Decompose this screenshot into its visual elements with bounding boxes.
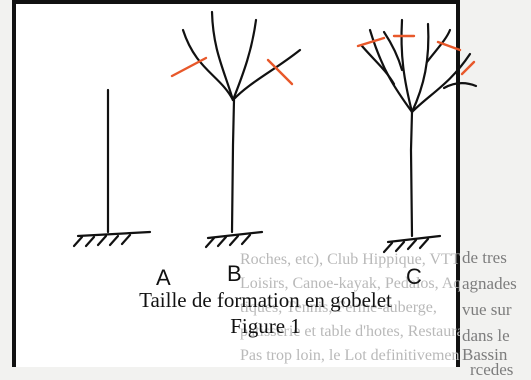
tree-b-trunk <box>230 98 236 234</box>
tree-c-trunk <box>409 110 414 238</box>
tree-c-ground <box>386 234 442 244</box>
tree-c-sub-3 <box>425 28 452 64</box>
tree-c-sub-1 <box>360 44 396 86</box>
tree-b-ground <box>206 230 264 240</box>
bleed-left-3: vue sur <box>462 300 512 319</box>
tree-c-branch-2 <box>400 18 414 114</box>
tree-a-hatch <box>72 235 84 248</box>
tree-a-ground <box>76 230 152 238</box>
label-b: B <box>227 261 242 286</box>
bleed-through-paragraph: Roches, etc), Club Hippique, VTT Loisirs… <box>240 248 460 368</box>
tree-a <box>72 88 152 248</box>
label-c: C <box>406 264 422 289</box>
tree-c-branch-4 <box>410 52 472 114</box>
tree-b <box>181 10 302 249</box>
tree-c-branch-3 <box>410 22 430 114</box>
figure-panel: Roches, etc), Club Hippique, VTT Loisirs… <box>12 0 460 367</box>
pruning-cuts <box>170 34 476 86</box>
cut-mark-b1 <box>170 56 208 78</box>
bleed-left-5: Bassin <box>462 345 508 364</box>
pruning-diagram <box>72 10 478 254</box>
bleed-right-2: Loisirs, Canoe-kayak, Pedalos, Aqua <box>240 275 460 292</box>
bleed-right-5: Pas trop loin, le Lot definitivement <box>240 347 460 364</box>
bleed-left-4: dans le <box>462 326 510 345</box>
cut-mark-c4 <box>460 60 476 76</box>
cut-mark-c1 <box>356 36 386 48</box>
bleed-right-1: Roches, etc), Club Hippique, VTT <box>240 251 460 268</box>
tree-b-branch-1 <box>181 28 235 102</box>
figure-number: Figure 1 <box>230 314 301 338</box>
tree-b-branch-2 <box>210 10 235 102</box>
bleed-right-4: patisserie et table d'hotes, Restaurants <box>240 323 460 340</box>
tree-c <box>360 18 478 254</box>
bleed-right-3: tiques, Tennis, Ferme-auberge, <box>240 299 437 316</box>
bleed-left-1: de tres <box>462 248 507 267</box>
figure-caption: Taille de formation en gobelet <box>139 288 392 312</box>
label-a: A <box>156 265 171 290</box>
tree-c-sub-4 <box>442 82 478 90</box>
tree-b-branch-3 <box>231 18 258 102</box>
bleed-left-2: agnades <box>462 274 517 293</box>
cut-mark-b2 <box>266 58 294 86</box>
cut-mark-c3 <box>436 40 462 52</box>
tree-b-branch-4 <box>231 48 302 102</box>
tree-c-sub-2 <box>382 30 404 72</box>
